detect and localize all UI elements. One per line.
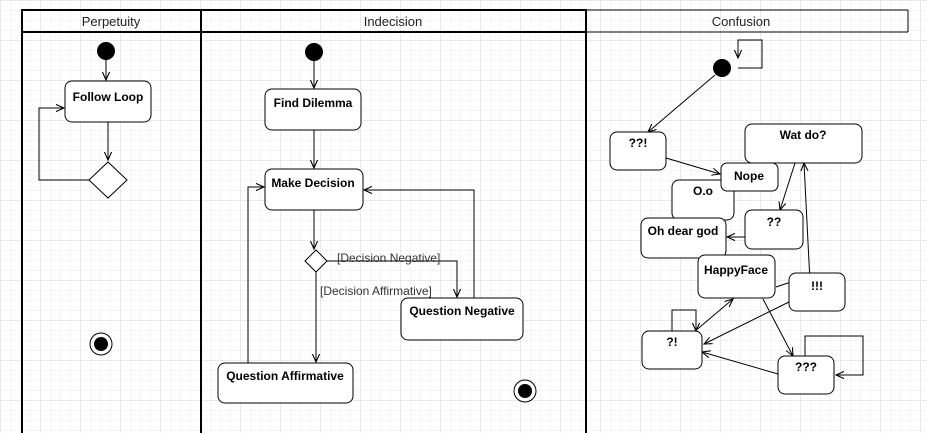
action-happyface[interactable]: HappyFace — [697, 254, 776, 299]
edge-happyface-to-qqq — [762, 298, 793, 356]
svg-text:??: ?? — [767, 215, 782, 229]
action-question-negative[interactable]: Question Negative — [400, 297, 524, 341]
edge-decision-negative — [327, 260, 457, 297]
action-question-affirmative[interactable]: Question Affirmative — [217, 362, 354, 404]
final-node-indecision — [513, 379, 537, 403]
action-make-decision[interactable]: Make Decision — [264, 168, 364, 211]
guard-decision-negative: [Decision Negative] — [337, 251, 440, 265]
action-follow-loop[interactable]: Follow Loop — [64, 80, 152, 123]
initial-node-indecision — [305, 43, 323, 61]
action-qq[interactable]: ?? — [744, 209, 804, 250]
action-exexex[interactable]: !!! — [788, 272, 846, 312]
edge-initial-to-qqex — [648, 74, 716, 132]
svg-text:Follow Loop: Follow Loop — [73, 90, 144, 104]
action-qqq[interactable]: ??? — [777, 355, 835, 395]
svg-text:!!!: !!! — [811, 279, 823, 293]
svg-text:Make Decision: Make Decision — [271, 176, 354, 190]
edge-qqq-to-qex — [702, 352, 779, 375]
lane-title-indecision: Indecision — [364, 14, 423, 29]
svg-text:Question Affirmative: Question Affirmative — [226, 369, 344, 383]
action-oh-dear-god[interactable]: Oh dear god — [640, 217, 727, 259]
svg-text:???: ??? — [795, 360, 817, 374]
edge-exexex-to-watdo — [804, 163, 811, 283]
initial-node-confusion — [713, 59, 731, 77]
edge-question-negative-to-make-decision — [364, 190, 475, 298]
svg-text:?!: ?! — [666, 335, 677, 349]
svg-text:O.o: O.o — [693, 184, 713, 198]
action-find-dilemma[interactable]: Find Dilemma — [264, 88, 362, 131]
svg-text:HappyFace: HappyFace — [704, 263, 768, 277]
action-qqex[interactable]: ??! — [609, 131, 667, 171]
edge-question-affirmative-to-make-decision — [247, 187, 264, 363]
guard-decision-affirmative: [Decision Affirmative] — [320, 284, 432, 298]
svg-text:Wat do?: Wat do? — [780, 128, 827, 142]
edge-watdo-to-qq — [780, 162, 796, 210]
action-nope[interactable]: Nope — [720, 162, 779, 192]
action-oo[interactable]: O.o — [671, 179, 735, 221]
edge-initial-self-loop — [738, 39, 763, 69]
lane-title-perpetuity: Perpetuity — [82, 14, 141, 29]
action-wat-do[interactable]: Wat do? — [744, 123, 863, 164]
svg-text:Nope: Nope — [734, 169, 764, 183]
decision-node-perpetuity — [88, 161, 128, 199]
edge-qqq-self-loop — [804, 335, 864, 375]
svg-text:Question Negative: Question Negative — [409, 304, 515, 318]
edge-qex-to-happyface — [693, 299, 733, 333]
edge-loop-back — [38, 108, 89, 181]
swimlane-frame — [21, 9, 909, 433]
initial-node-perpetuity — [97, 42, 115, 60]
action-qex[interactable]: ?! — [641, 330, 703, 370]
edge-qex-self-loop — [671, 309, 696, 331]
decision-node-indecision — [304, 249, 328, 273]
svg-text:Find Dilemma: Find Dilemma — [274, 96, 353, 110]
svg-text:Oh dear god: Oh dear god — [648, 224, 719, 238]
edge-exexex-to-qex — [704, 297, 798, 344]
final-node-perpetuity — [89, 332, 113, 356]
svg-text:??!: ??! — [629, 136, 648, 150]
edge-qqex-to-nope — [665, 157, 720, 174]
lane-title-confusion: Confusion — [712, 14, 771, 29]
